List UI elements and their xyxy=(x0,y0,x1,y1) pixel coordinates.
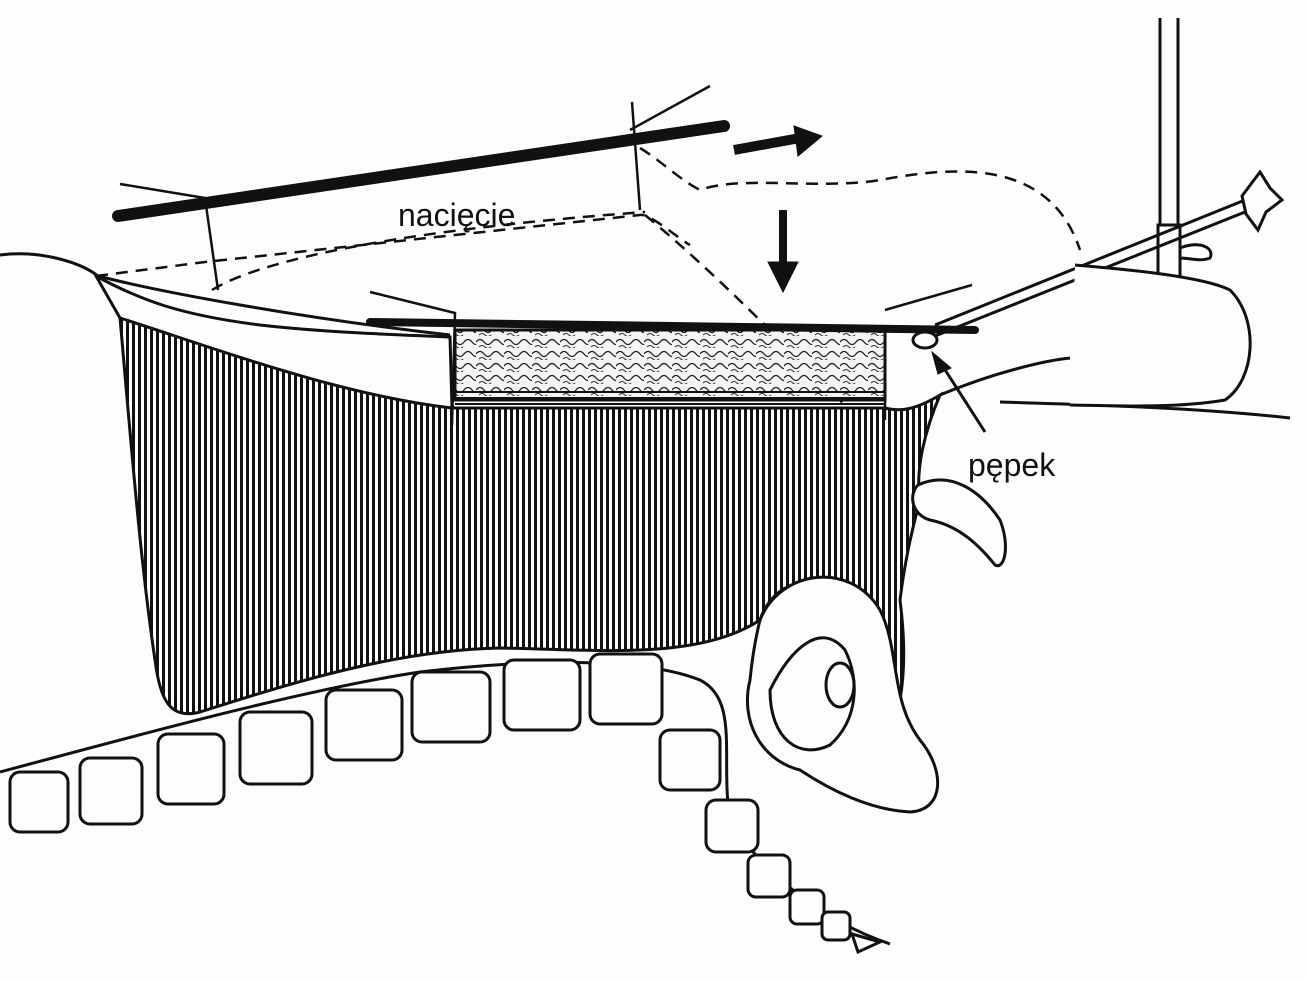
pelvic-organs xyxy=(745,575,940,814)
spine xyxy=(0,652,891,955)
arrow-right-icon xyxy=(733,133,801,155)
navel-pointer-icon xyxy=(938,361,987,433)
fat-layer-block xyxy=(453,328,887,402)
incision-label: nacięcie xyxy=(398,197,515,233)
retractor-hooks xyxy=(119,84,973,426)
navel-region xyxy=(911,263,1252,568)
navel-label: pępek xyxy=(968,447,1056,483)
skin-flap xyxy=(92,272,454,410)
retractor-bars xyxy=(112,120,979,334)
instrument-stand xyxy=(929,18,1285,340)
fascia-lines xyxy=(455,391,885,405)
movement-arrows xyxy=(733,125,987,433)
